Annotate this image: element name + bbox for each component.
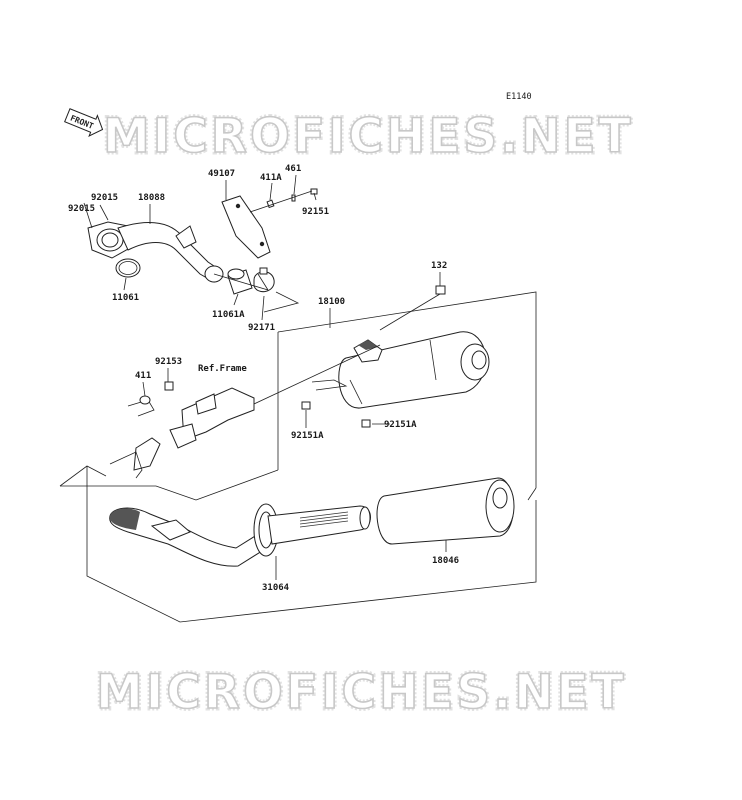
collar-411 — [139, 395, 151, 405]
bolt-132 — [379, 285, 446, 331]
mid-pipe — [109, 507, 271, 567]
silencer-shell-18046 — [376, 477, 515, 545]
label-92153: 92153 — [155, 357, 182, 367]
label-31064: 31064 — [262, 583, 290, 593]
label-132: 132 — [431, 261, 447, 271]
svg-text:MICROFICHES.NET: MICROFICHES.NET — [103, 109, 634, 164]
silencer-insert-31064 — [253, 503, 371, 557]
label-92151A-left: 92151A — [291, 431, 324, 441]
label-11061A: 11061A — [212, 310, 245, 320]
collar-411A — [266, 199, 275, 209]
assembly-outline-bottom — [86, 466, 537, 623]
label-18088: 18088 — [138, 193, 165, 203]
muffler-18100 — [338, 331, 490, 409]
label-92015-upper: 92015 — [91, 193, 118, 203]
label-49107: 49107 — [208, 169, 235, 179]
assembly-outline-top — [277, 291, 537, 488]
bolt-92153 — [164, 381, 174, 391]
label-92015-lower: 92015 — [68, 204, 95, 214]
label-92171: 92171 — [248, 323, 275, 333]
front-arrow-icon: FRONT — [64, 108, 104, 137]
bracket-49107 — [221, 195, 271, 259]
label-92151: 92151 — [302, 207, 329, 217]
leader-lines — [83, 174, 447, 580]
label-461: 461 — [285, 164, 301, 174]
bolt-92151A-left — [301, 401, 311, 410]
clamp-92171 — [253, 267, 275, 293]
label-18100: 18100 — [318, 297, 345, 307]
label-411: 411 — [135, 371, 151, 381]
ref-frame-bracket — [109, 344, 381, 479]
watermark-bottom: MICROFICHES.NET MICROFICHES.NET — [94, 663, 627, 723]
svg-text:MICROFICHES.NET: MICROFICHES.NET — [96, 665, 627, 720]
label-92151A-right: 92151A — [384, 420, 417, 430]
svg-text:MICROFICHES.NET: MICROFICHES.NET — [96, 665, 627, 720]
label-411A: 411A — [260, 173, 282, 183]
label-ref-frame: Ref.Frame — [198, 364, 247, 374]
label-11061: 11061 — [112, 293, 139, 303]
header-pipe-18088 — [87, 221, 224, 283]
svg-text:MICROFICHES.NET: MICROFICHES.NET — [103, 109, 634, 164]
bolt-92151A-right — [361, 419, 371, 428]
watermark-top: MICROFICHES.NET MICROFICHES.NET — [101, 107, 634, 167]
diagram-code: E1140 — [506, 92, 532, 102]
label-18046: 18046 — [432, 556, 459, 566]
